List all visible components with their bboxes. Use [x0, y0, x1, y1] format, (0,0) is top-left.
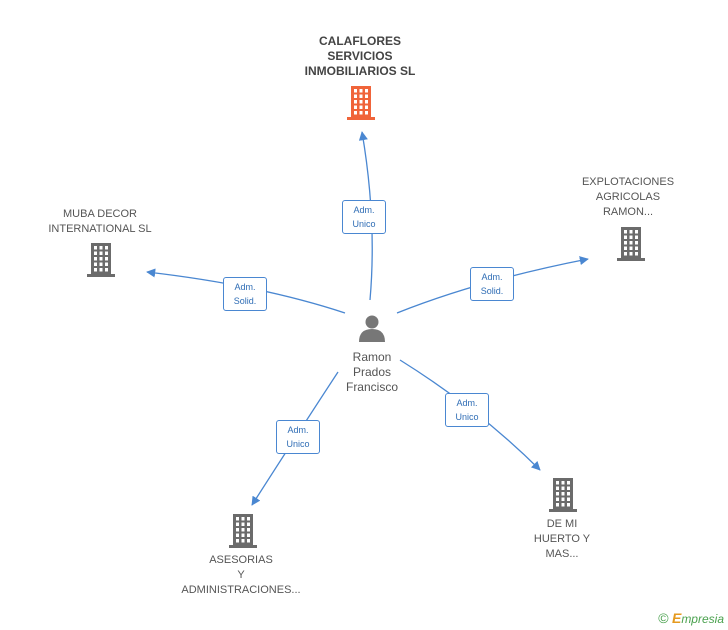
company-node-asesorias[interactable]: [228, 514, 258, 553]
company-name-muba[interactable]: MUBA DECOR INTERNATIONAL SL: [15, 207, 185, 237]
company-name-line: RAMON...: [602, 206, 654, 218]
brand-initial: E: [671, 610, 682, 626]
company-node-demihuerto[interactable]: [548, 478, 578, 517]
role-text: Adm.: [234, 282, 256, 292]
company-name-line: Y: [237, 569, 245, 581]
company-name-line: CALAFLORES: [319, 34, 401, 48]
company-name-line: EXPLOTACIONES: [581, 176, 675, 188]
company-name-asesorias[interactable]: ASESORIAS Y ADMINISTRACIONES...: [156, 553, 326, 598]
company-node-calaflores[interactable]: [346, 86, 376, 125]
role-label-explotaciones[interactable]: Adm. Solid.: [470, 267, 514, 301]
company-name-line: MAS...: [545, 548, 579, 560]
role-text: Adm.: [287, 425, 309, 435]
company-node-muba[interactable]: [86, 243, 116, 282]
role-text: Unico: [455, 412, 479, 422]
person-icon[interactable]: [358, 314, 386, 342]
company-name-line: ADMINISTRACIONES...: [181, 584, 301, 596]
person-name-line: Prados: [352, 365, 392, 379]
building-icon: [347, 86, 375, 120]
company-name-line: HUERTO Y: [533, 533, 591, 545]
company-name-explotaciones[interactable]: EXPLOTACIONES AGRICOLAS RAMON...: [543, 175, 713, 220]
role-label-asesorias[interactable]: Adm. Unico: [276, 420, 320, 454]
company-name-line: SERVICIOS: [327, 49, 393, 63]
building-icon: [617, 227, 645, 261]
person-name-line: Francisco: [345, 380, 398, 394]
person-name-line: Ramon: [352, 350, 392, 364]
role-label-demihuerto[interactable]: Adm. Unico: [445, 393, 489, 427]
role-text: Adm.: [456, 398, 478, 408]
brand-name: mpresia: [681, 612, 724, 626]
company-name-line: INTERNATIONAL SL: [48, 223, 152, 235]
company-name-line: ASESORIAS: [209, 554, 273, 566]
copyright-symbol: ©: [658, 610, 669, 626]
role-text: Unico: [352, 219, 376, 229]
company-name-demihuerto[interactable]: DE MI HUERTO Y MAS...: [477, 517, 647, 562]
building-icon: [229, 514, 257, 548]
role-text: Unico: [286, 439, 310, 449]
role-text: Adm.: [481, 272, 503, 282]
building-icon: [549, 478, 577, 512]
role-label-calaflores[interactable]: Adm. Unico: [342, 200, 386, 234]
role-text: Solid.: [480, 286, 504, 296]
company-name-line: AGRICOLAS: [595, 191, 661, 203]
role-text: Solid.: [233, 296, 257, 306]
company-node-explotaciones[interactable]: [616, 227, 646, 266]
company-name-line: DE MI: [546, 518, 578, 530]
role-label-muba[interactable]: Adm. Solid.: [223, 277, 267, 311]
company-name-line: INMOBILIARIOS SL: [304, 64, 416, 78]
building-icon: [87, 243, 115, 277]
brand-watermark: © Empresia: [658, 610, 724, 626]
role-text: Adm.: [353, 205, 375, 215]
company-name-line: MUBA DECOR: [63, 208, 137, 220]
